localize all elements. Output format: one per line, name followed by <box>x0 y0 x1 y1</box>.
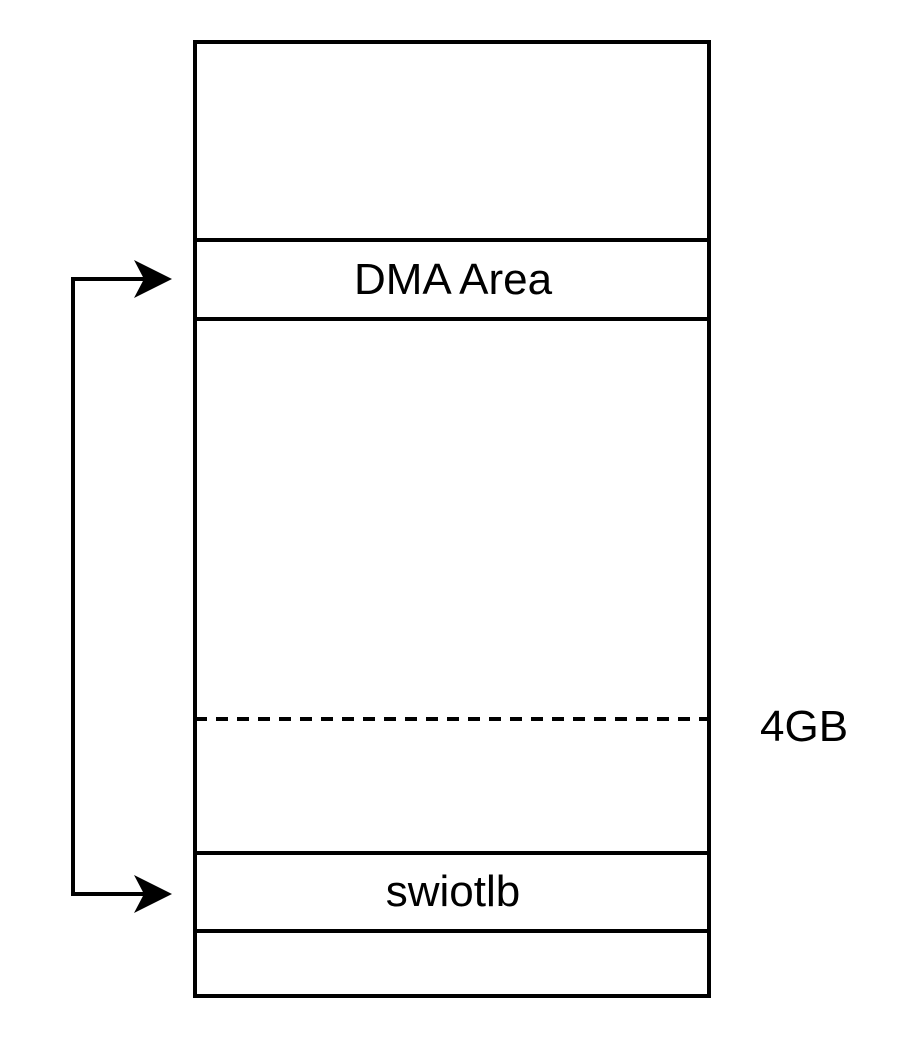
arrow-right-icon <box>134 260 172 298</box>
boundary-4gb-label: 4GB <box>760 702 849 751</box>
dma-area-label: DMA Area <box>353 254 553 304</box>
dma-swiotlb-connector-line <box>71 277 148 896</box>
arrow-right-icon <box>134 875 172 913</box>
swiotlb-label: swiotlb <box>385 867 521 916</box>
memory-map-rectangle <box>193 40 711 998</box>
